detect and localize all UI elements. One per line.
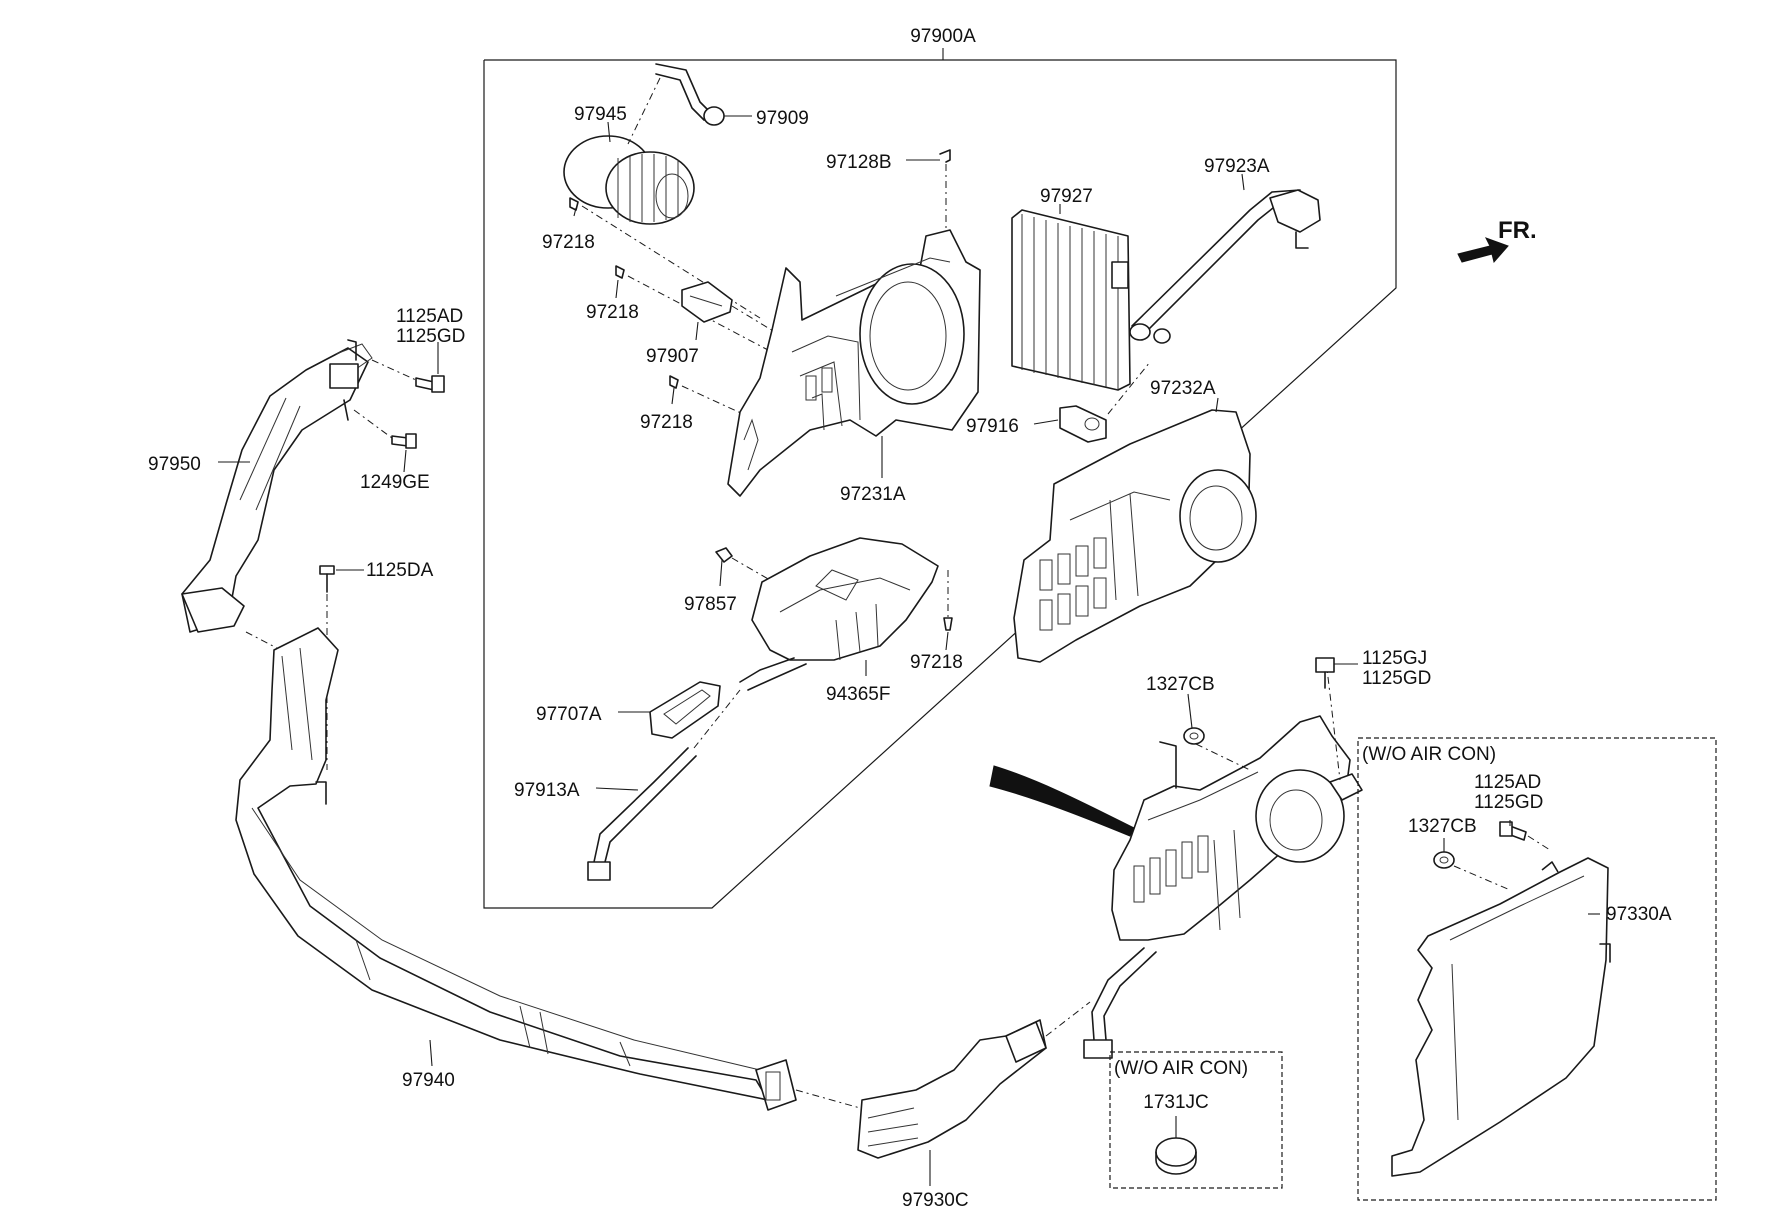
indicator-arrow bbox=[989, 765, 1135, 837]
wo-aircon-case-box bbox=[1357, 737, 1717, 1201]
case-lower bbox=[1013, 409, 1257, 663]
bolt-b bbox=[353, 409, 417, 449]
screw-c bbox=[669, 375, 757, 421]
label-duct-right: 97930C bbox=[902, 1190, 969, 1211]
clip-mid bbox=[715, 547, 771, 581]
label-clip-mid: 97857 bbox=[684, 594, 737, 615]
label-bolt-c1: 1125GJ bbox=[1362, 648, 1427, 669]
label-grommet-b: 1327CB bbox=[1408, 816, 1477, 837]
label-seal: 97707A bbox=[536, 704, 602, 725]
bolt-a bbox=[371, 359, 445, 393]
duct-left bbox=[181, 339, 373, 661]
evaporator bbox=[1011, 209, 1131, 391]
label-case-alt: 97330A bbox=[1606, 904, 1672, 925]
label-bolt-b: 1249GE bbox=[360, 472, 430, 493]
label-bolt-a1: 1125AD bbox=[396, 306, 463, 327]
pipe bbox=[1129, 189, 1321, 344]
label-drain-cover: 94365F bbox=[826, 684, 890, 705]
label-valve: 97916 bbox=[966, 416, 1019, 437]
blower-motor bbox=[563, 135, 695, 225]
drain-cover bbox=[739, 537, 939, 691]
label-assembly: 97900A bbox=[910, 26, 976, 47]
label-screw-a: 97218 bbox=[542, 232, 595, 253]
drain-hose bbox=[587, 689, 741, 881]
leader-lines bbox=[218, 115, 1600, 1186]
label-pipe: 97923A bbox=[1204, 156, 1270, 177]
bolt-c bbox=[1315, 657, 1335, 689]
label-bolt-d1: 1125AD bbox=[1474, 772, 1541, 793]
label-resistor: 97907 bbox=[646, 346, 699, 367]
label-evaporator: 97927 bbox=[1040, 186, 1093, 207]
label-hose-top: 97909 bbox=[756, 108, 809, 129]
label-wo-aircon-1: (W/O AIR CON) bbox=[1114, 1058, 1248, 1079]
seal bbox=[649, 681, 721, 739]
label-case-lower: 97232A bbox=[1150, 378, 1216, 399]
label-screw-d: 97218 bbox=[910, 652, 963, 673]
valve bbox=[1059, 361, 1151, 443]
hvac-assembled bbox=[1083, 659, 1363, 1059]
label-screw-c: 97218 bbox=[640, 412, 693, 433]
duct-right bbox=[857, 1001, 1091, 1159]
label-bolt-c2: 1125GD bbox=[1362, 668, 1431, 689]
screw-d bbox=[943, 570, 953, 631]
hose-top bbox=[627, 63, 725, 145]
label-duct-left: 97950 bbox=[148, 454, 201, 475]
front-arrow bbox=[1457, 237, 1509, 264]
label-front: FR. bbox=[1498, 217, 1537, 244]
duct-main bbox=[235, 627, 861, 1111]
grommet-a bbox=[1183, 727, 1205, 745]
wo-aircon-plug-box bbox=[1109, 1051, 1283, 1189]
label-bolt-d2: 1125GD bbox=[1474, 792, 1543, 813]
label-screw-b: 97218 bbox=[586, 302, 639, 323]
label-case-upper: 97231A bbox=[840, 484, 906, 505]
label-grommet-a: 1327CB bbox=[1146, 674, 1215, 695]
label-plug: 1731JC bbox=[1143, 1092, 1209, 1113]
label-drain-hose: 97913A bbox=[514, 780, 580, 801]
label-blower-motor: 97945 bbox=[574, 104, 627, 125]
label-screw-e: 1125DA bbox=[366, 560, 434, 581]
label-clip-top: 97128B bbox=[826, 152, 892, 173]
case-upper bbox=[727, 229, 981, 497]
label-bolt-a2: 1125GD bbox=[396, 326, 465, 347]
label-duct-main: 97940 bbox=[402, 1070, 455, 1091]
clip-top bbox=[939, 149, 951, 258]
label-wo-aircon-2: (W/O AIR CON) bbox=[1362, 744, 1496, 765]
